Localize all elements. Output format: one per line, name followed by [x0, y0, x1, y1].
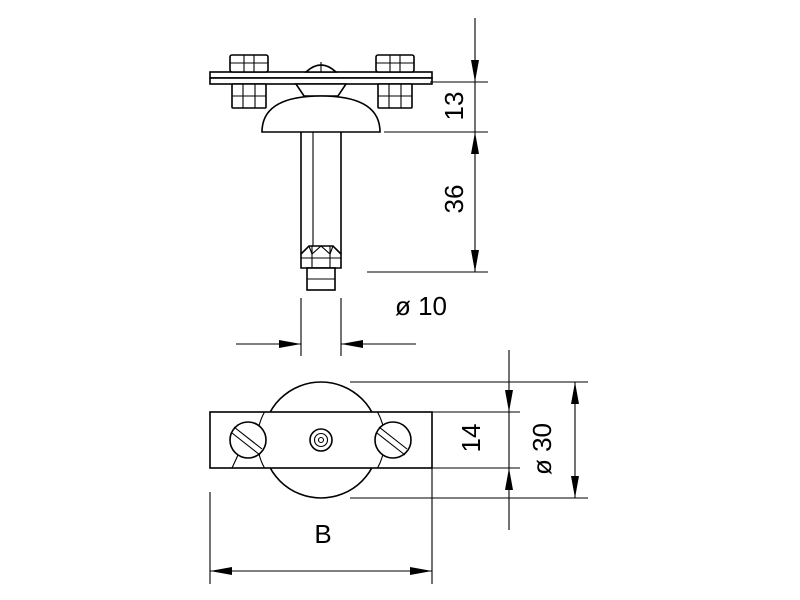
right-clamp-screw	[375, 54, 415, 109]
dim-d30-label: ø 30	[527, 423, 557, 475]
side-view	[209, 54, 433, 291]
dim-13-label: 13	[439, 92, 469, 121]
bottom-nut	[300, 245, 342, 291]
disc-diameter-dimension	[350, 381, 588, 499]
center-bolt	[309, 428, 333, 452]
left-screw-head	[229, 421, 267, 469]
height-dimensions	[367, 18, 488, 273]
dim-36-label: 36	[439, 185, 469, 214]
dim-b-label: B	[314, 519, 331, 549]
clamp-length-dimension	[209, 468, 433, 584]
dim-d10-label: ø 10	[395, 291, 447, 321]
center-nut	[294, 62, 348, 97]
shank	[300, 132, 342, 254]
dome-head	[261, 95, 381, 133]
left-clamp-screw	[229, 54, 269, 109]
top-view	[209, 381, 433, 499]
right-screw-head	[374, 421, 412, 459]
dim-14-label: 14	[456, 424, 486, 453]
clamp-width-dimension	[432, 350, 520, 530]
shank-diameter-dimension	[236, 298, 416, 356]
clamp-plate	[209, 71, 433, 85]
